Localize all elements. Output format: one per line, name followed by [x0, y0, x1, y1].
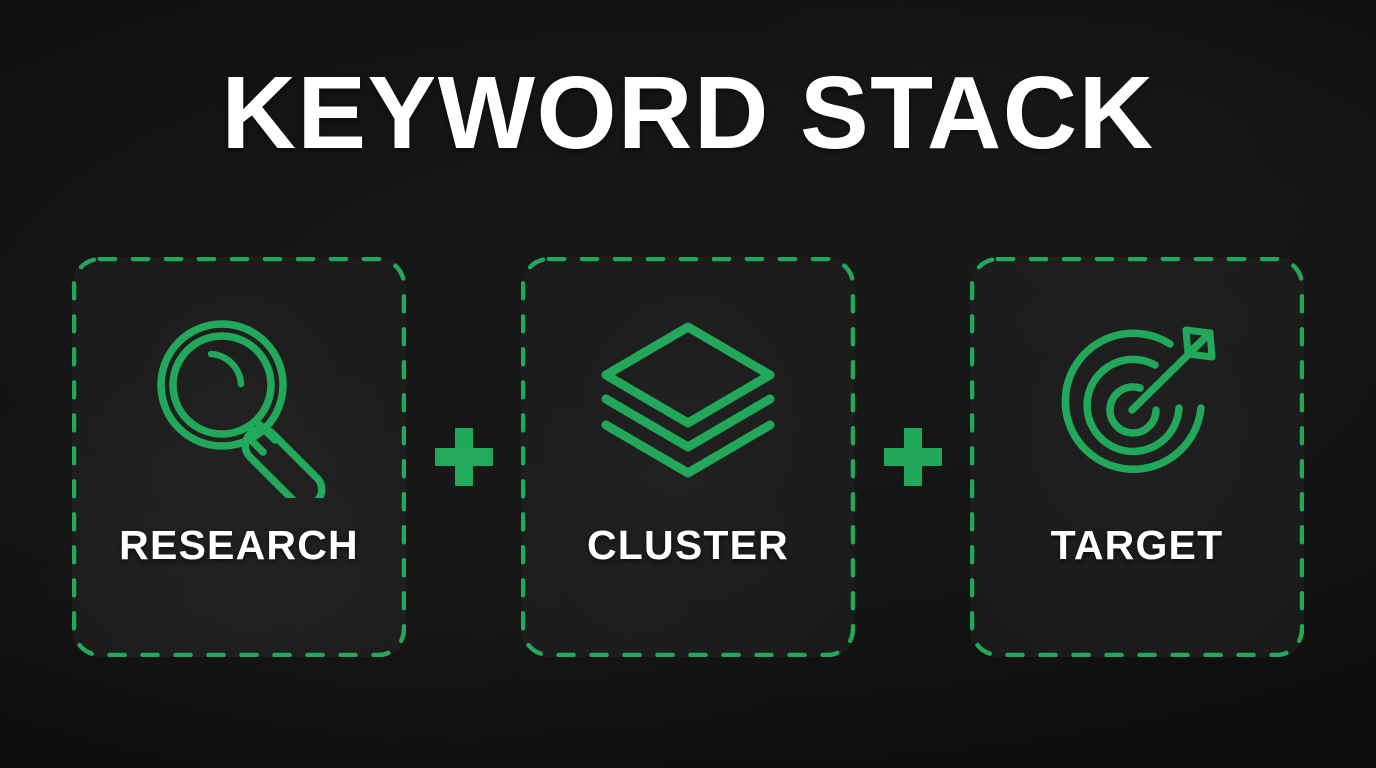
plus-separator-1 — [434, 428, 493, 486]
plus-vertical-bar — [903, 428, 922, 486]
magnifying-glass-icon — [157, 320, 326, 498]
plus-vertical-bar — [454, 428, 473, 486]
plus-separator-2 — [883, 428, 942, 486]
card-label: RESEARCH — [119, 522, 359, 568]
keyword-stack-row: RESEARCH CLUSTER — [72, 257, 1304, 657]
card-target[interactable]: TARGET — [970, 257, 1304, 657]
page-title: KEYWORD STACK — [221, 55, 1155, 170]
card-label: TARGET — [1050, 522, 1224, 568]
card-cluster[interactable]: CLUSTER — [521, 257, 855, 657]
target-arrow-icon — [1061, 326, 1216, 473]
card-research[interactable]: RESEARCH — [72, 257, 406, 657]
card-label: CLUSTER — [586, 522, 789, 568]
layers-icon — [601, 322, 775, 478]
